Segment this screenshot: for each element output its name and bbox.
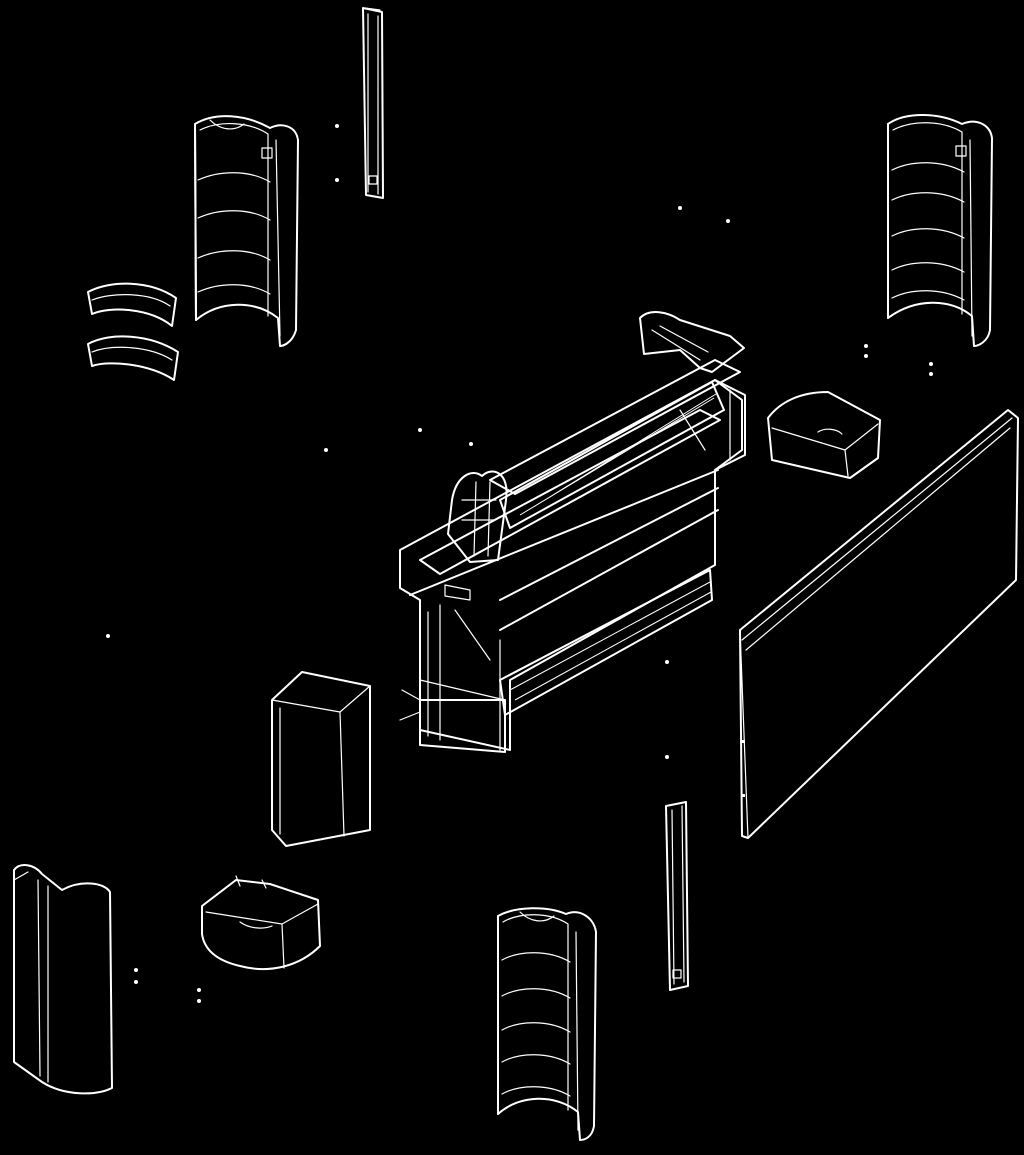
curved-column-panel-top-right (887, 114, 993, 347)
fasteners-top (106, 124, 933, 1003)
end-cover-bottom-left (13, 864, 113, 1095)
front-panel-right (739, 409, 1019, 839)
curved-column-panel-bottom (497, 907, 597, 1141)
curved-bracket-upper (87, 282, 177, 327)
curved-bracket-lower (87, 335, 179, 381)
curved-column-panel-top-left (194, 115, 299, 347)
vertical-strip-bottom (665, 801, 689, 991)
main-frame-assembly (399, 311, 746, 753)
tray-box-bottom (201, 875, 321, 970)
tray-box-right (767, 391, 881, 479)
vertical-strip-top (362, 7, 384, 199)
corner-cabinet (271, 671, 371, 847)
